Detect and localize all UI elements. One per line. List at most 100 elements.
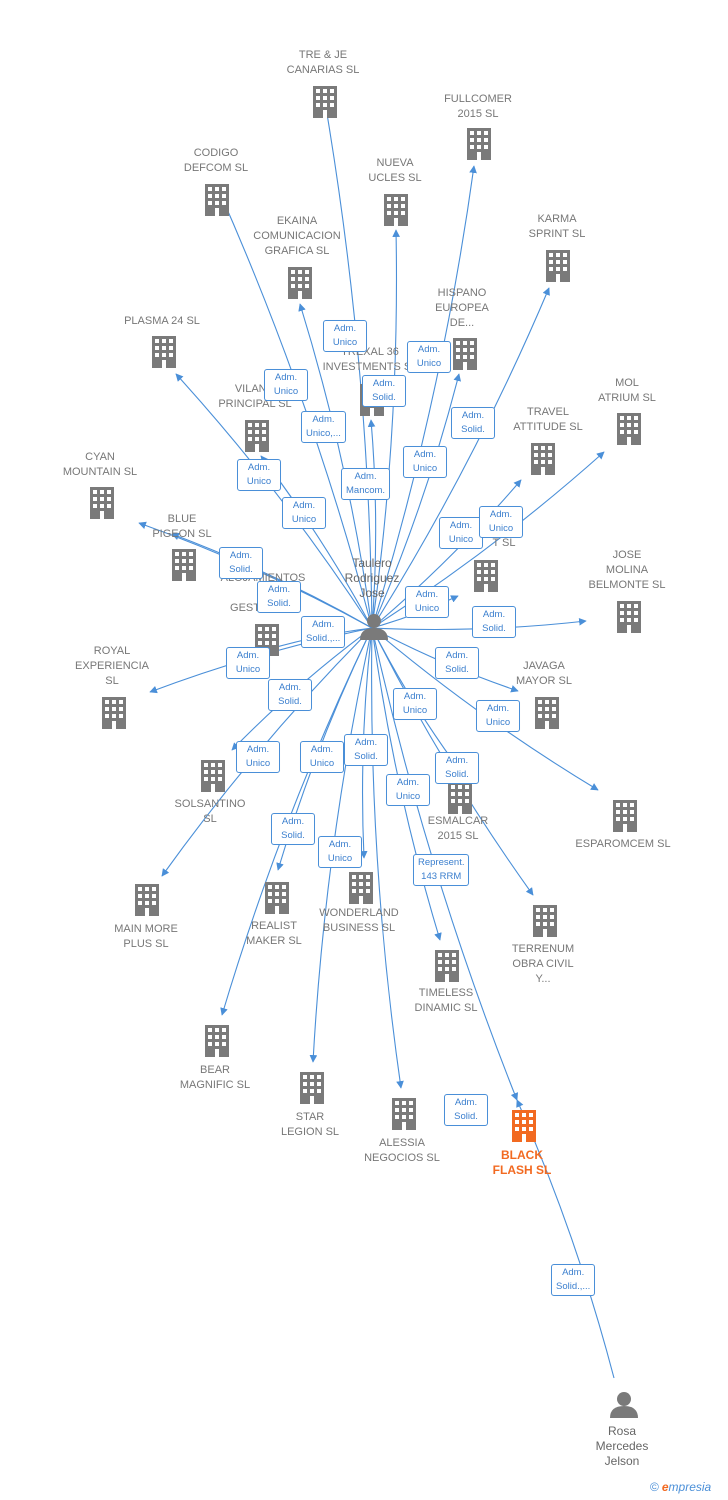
company-label-karma[interactable]: KARMA SPRINT SL <box>528 213 586 240</box>
edge-alessia <box>371 627 404 1089</box>
relation-label-r31[interactable]: Adm. Solid. <box>444 1094 488 1126</box>
building-icon-unknown[interactable] <box>474 560 498 592</box>
company-label-fullcomer[interactable]: FULLCOMER 2015 SL <box>444 93 512 120</box>
company-label-javaga[interactable]: JAVAGA MAYOR SL <box>515 660 573 687</box>
relation-label-r1[interactable]: Adm. Unico <box>323 320 367 352</box>
relation-label-r17[interactable]: Adm. Solid. <box>472 606 516 638</box>
relation-label-r24[interactable]: Adm. Unico <box>300 741 344 773</box>
relation-label-r5[interactable]: Adm. Unico,... <box>301 411 346 443</box>
building-icon-hispano[interactable] <box>453 338 477 370</box>
relation-label-r18[interactable]: Adm. Unico <box>226 647 270 679</box>
relation-label-r26[interactable]: Adm. Unico <box>386 774 430 806</box>
edge-r14-blue <box>171 532 373 629</box>
relation-label-r10[interactable]: Adm. Unico <box>282 497 326 529</box>
building-icon-tre[interactable] <box>313 86 337 118</box>
building-icon-nueva[interactable] <box>384 194 408 226</box>
building-icon-javaga[interactable] <box>535 697 559 729</box>
relation-label-r7[interactable]: Adm. Unico <box>403 446 447 478</box>
building-icon-vilano[interactable] <box>245 420 269 452</box>
building-icon-solsantino[interactable] <box>201 760 225 792</box>
relation-label-r3[interactable]: Adm. Solid. <box>362 375 406 407</box>
building-icon-travel[interactable] <box>531 443 555 475</box>
relation-label-r21[interactable]: Adm. Unico <box>393 688 437 720</box>
building-icon-codigo[interactable] <box>205 184 229 216</box>
company-label-nueva[interactable]: NUEVA UCLES SL <box>368 157 422 184</box>
relation-label-r19[interactable]: Adm. Solid. <box>435 647 479 679</box>
company-label-hispano[interactable]: HISPANO EUROPEA DE... <box>435 287 489 329</box>
building-icon-timeless[interactable] <box>435 950 459 982</box>
company-label-wonderland[interactable]: WONDERLAND BUSINESS SL <box>319 907 399 934</box>
company-label-unknown[interactable]: T SL <box>492 537 516 549</box>
edge-r1-tre <box>321 95 373 629</box>
relation-label-r11[interactable]: Adm. Unico <box>439 517 483 549</box>
relation-label-r30[interactable]: Represent. 143 RRM <box>413 854 470 886</box>
company-label-solsantino[interactable]: SOLSANTINO SL <box>174 798 246 825</box>
building-icon-terrenum[interactable] <box>533 905 557 937</box>
person-label-rosa[interactable]: Rosa Mercedes Jelson <box>595 1424 649 1468</box>
relation-label-r32[interactable]: Adm. Solid.,... <box>551 1264 596 1296</box>
building-icon-esparomcem[interactable] <box>613 800 637 832</box>
company-label-ekaina[interactable]: EKAINA COMUNICACION GRAFICA SL <box>253 215 341 257</box>
relation-label-r4[interactable]: Adm. Unico <box>264 369 308 401</box>
company-label-jose[interactable]: JOSE MOLINA BELMONTE SL <box>588 549 666 591</box>
company-label-alessia[interactable]: ALESSIA NEGOCIOS SL <box>364 1137 440 1164</box>
company-label-travel[interactable]: TRAVEL ATTITUDE SL <box>513 406 583 433</box>
building-icon-star[interactable] <box>300 1072 324 1104</box>
company-label-terrenum[interactable]: TERRENUM OBRA CIVIL Y... <box>511 943 575 985</box>
relation-label-r23[interactable]: Adm. Unico <box>236 741 280 773</box>
building-icon-cyan[interactable] <box>90 487 114 519</box>
building-icon-alessia[interactable] <box>392 1098 416 1130</box>
building-icon-wonderland[interactable] <box>349 872 373 904</box>
building-icon-esmalcar[interactable] <box>448 782 472 814</box>
relation-label-r25[interactable]: Adm. Solid. <box>344 734 388 766</box>
relation-label-r12[interactable]: Adm. Unico <box>479 506 523 538</box>
building-icon-mol[interactable] <box>617 413 641 445</box>
relation-label-r16[interactable]: Adm. Solid.,... <box>301 616 346 648</box>
company-label-mol[interactable]: MOL ATRIUM SL <box>598 377 656 404</box>
building-icon-plasma[interactable] <box>152 336 176 368</box>
company-label-star[interactable]: STAR LEGION SL <box>280 1111 340 1138</box>
edge-r9-nueva <box>371 229 400 629</box>
relation-label-r14[interactable]: Adm. Solid. <box>257 581 301 613</box>
building-icon-fullcomer[interactable] <box>467 128 491 160</box>
building-icon-realist[interactable] <box>265 882 289 914</box>
relation-label-r9[interactable]: Adm. Mancom. <box>341 468 391 500</box>
company-label-codigo[interactable]: CODIGO DEFCOM SL <box>183 147 249 174</box>
company-label-mainmore[interactable]: MAIN MORE PLUS SL <box>114 923 178 950</box>
relation-label-r13[interactable]: Adm. Solid. <box>219 547 263 579</box>
building-icon-karma[interactable] <box>546 250 570 282</box>
building-icon-mainmore[interactable] <box>135 884 159 916</box>
relation-label-r8[interactable]: Adm. Unico <box>237 459 281 491</box>
edge-r4-codigo <box>219 192 373 629</box>
building-icon-royal[interactable] <box>102 697 126 729</box>
person-label-taulero[interactable]: Taulero Rodriguez Jose <box>344 556 400 600</box>
person-icon-rosa[interactable] <box>610 1392 638 1418</box>
relation-label-r20[interactable]: Adm. Solid. <box>268 679 312 711</box>
company-label-plasma[interactable]: PLASMA 24 SL <box>124 315 200 327</box>
company-label-royal[interactable]: ROYAL EXPERIENCIA SL <box>75 645 149 687</box>
footer-brand[interactable]: ©empresia <box>650 1480 711 1494</box>
company-label-cyan[interactable]: CYAN MOUNTAIN SL <box>62 451 138 478</box>
company-label-trexal[interactable]: TREXAL 36 INVESTMENTS SL <box>322 346 418 373</box>
company-label-tre[interactable]: TRE & JE CANARIAS SL <box>286 49 360 76</box>
building-icon-jose[interactable] <box>617 601 641 633</box>
company-label-esparomcem[interactable]: ESPAROMCEM SL <box>575 838 671 850</box>
company-label-blue[interactable]: BLUE PIGEON SL <box>152 513 212 540</box>
relation-label-r27[interactable]: Adm. Solid. <box>435 752 479 784</box>
company-label-black[interactable]: BLACK FLASH SL <box>492 1148 552 1177</box>
company-label-gest[interactable]: GEST <box>230 602 260 614</box>
relation-label-r2[interactable]: Adm. Unico <box>407 341 451 373</box>
relation-label-r6[interactable]: Adm. Solid. <box>451 407 495 439</box>
company-label-realist[interactable]: REALIST MAKER SL <box>246 920 302 947</box>
building-icon-ekaina[interactable] <box>288 267 312 299</box>
relation-label-r15[interactable]: Adm. Unico <box>405 586 449 618</box>
relation-label-r22[interactable]: Adm. Unico <box>476 700 520 732</box>
company-label-esmalcar[interactable]: ESMALCAR 2015 SL <box>427 815 489 842</box>
relation-label-r28[interactable]: Adm. Solid. <box>271 813 315 845</box>
building-icon-bear[interactable] <box>205 1025 229 1057</box>
company-label-timeless[interactable]: TIMELESS DINAMIC SL <box>414 987 478 1014</box>
building-icon-black[interactable] <box>512 1110 536 1142</box>
relation-label-r29[interactable]: Adm. Unico <box>318 836 362 868</box>
edge-r3-trexal <box>367 419 377 629</box>
company-label-bear[interactable]: BEAR MAGNIFIC SL <box>179 1064 251 1091</box>
